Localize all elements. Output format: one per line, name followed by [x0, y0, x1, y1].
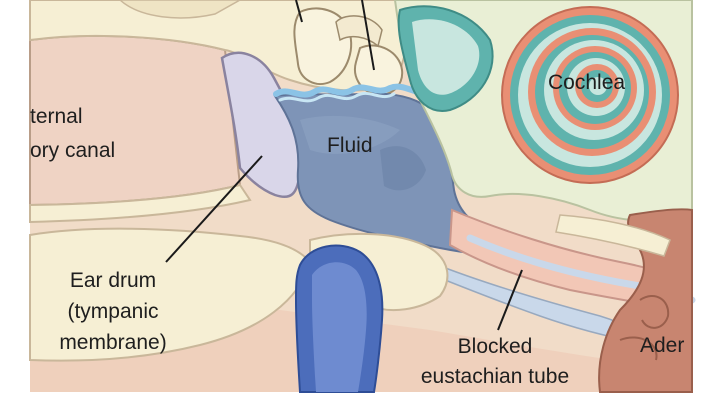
fluid-shadow [380, 146, 426, 191]
eardrum-label-line1: Ear drum [69, 269, 157, 292]
external-canal-label-line1: ternal [30, 105, 83, 128]
canal-lower-wall [29, 183, 252, 224]
eardrum-pointer-line [165, 155, 263, 263]
top-pointer-line [361, 0, 375, 71]
fluid-highlight [300, 115, 400, 154]
vestibule-light [412, 19, 480, 95]
eustachian-pointer-line [497, 269, 523, 331]
upper-bone-detail [118, 0, 242, 19]
top-pointer-line-left [295, 0, 303, 23]
ossicle-incus [354, 44, 404, 96]
fluid-label: Fluid [327, 134, 373, 157]
fluid-surface-wave-light [278, 91, 396, 103]
adenoid-folds [619, 295, 670, 361]
fluid-surface-wave [273, 83, 421, 98]
eustachian-label-line1: Blocked [457, 335, 533, 358]
eardrum-label-line2: (tympanic [67, 300, 159, 323]
ear-drum [220, 51, 302, 199]
ossicle-stapes [335, 15, 383, 48]
external-canal-label-line2: ory canal [30, 139, 116, 162]
adenoid-label: Ader [640, 334, 685, 357]
cochlea-label: Cochlea [548, 71, 626, 94]
eardrum-label-line3: membrane) [59, 331, 167, 354]
eustachian-label-line2: eustachian tube [420, 365, 570, 388]
cochlea [501, 6, 679, 184]
tube-cartilage [555, 214, 671, 257]
blood-vessel-inner [312, 262, 367, 392]
